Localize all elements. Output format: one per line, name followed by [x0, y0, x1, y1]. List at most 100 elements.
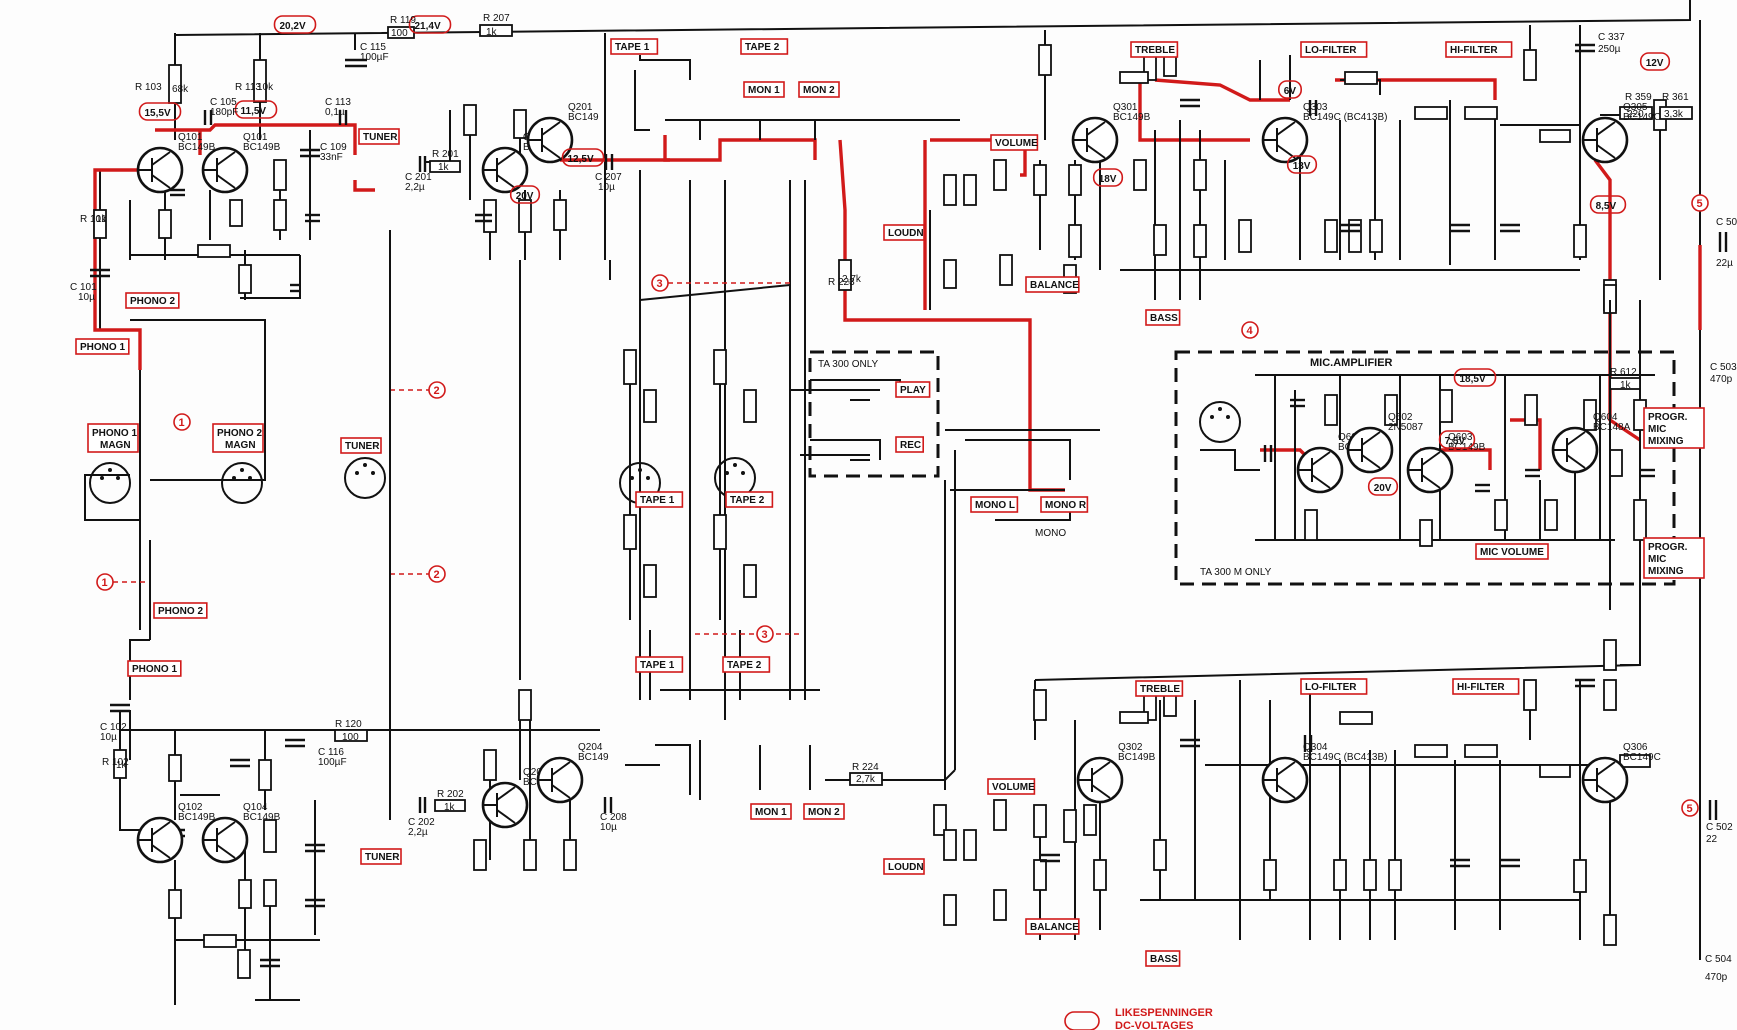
label-phono1: PHONO 1 — [75, 338, 130, 355]
component-r207-value: 1k — [486, 27, 498, 38]
voltage-marker: 11,5V — [234, 100, 278, 119]
label-text: LO-FILTER — [1305, 45, 1357, 56]
voltage-value: 13V — [1293, 161, 1311, 172]
transistor-type: BC149B — [243, 142, 281, 153]
voltage-marker: 15,5V — [138, 102, 182, 121]
voltage-marker: 13V — [1286, 155, 1318, 174]
label-mon1: MON 1 — [743, 81, 785, 98]
mic-amplifier-box — [1174, 350, 1676, 586]
component-c208-value: 10µ — [600, 822, 617, 833]
voltage-marker: 12,5V — [561, 148, 605, 167]
label-text: BALANCE — [1030, 280, 1079, 291]
label-text: LOUDN — [888, 862, 924, 873]
label-text: BASS — [1150, 954, 1178, 965]
component-c109: C 109 — [320, 142, 347, 153]
transistor-ref: Q102 — [178, 802, 203, 813]
label-tape1: TAPE 1 — [635, 491, 684, 508]
label-balance: BALANCE — [1025, 918, 1080, 935]
component-c504-value: 470p — [1705, 972, 1728, 983]
voltage-marker: 20V — [1367, 477, 1399, 496]
transistor-type: 2N5087 — [1388, 422, 1423, 433]
voltage-marker: 6V — [1278, 80, 1303, 99]
transistor-type: BC149C (BC413B) — [1303, 112, 1387, 123]
label-text: REC — [900, 440, 921, 451]
tone-filter-upper — [1039, 55, 1661, 300]
label-text-3: MIXING — [1648, 436, 1684, 447]
component-c504: C 504 — [1705, 954, 1732, 965]
label-hi-filter: HI-FILTER — [1445, 41, 1513, 58]
component-c102: C 102 — [100, 722, 127, 733]
component-c501-value: 22µ — [1716, 258, 1733, 269]
component-c113: C 113 — [325, 97, 351, 108]
label-text: PROGR. — [1648, 542, 1688, 553]
label-lo-filter: LO-FILTER — [1300, 41, 1368, 58]
marker-number: 5 — [1687, 803, 1693, 815]
component-r224-value: 2,7k — [856, 774, 876, 785]
label-tape1: TAPE 1 — [610, 38, 659, 55]
label-text-2: MAGN — [100, 440, 131, 451]
component-c202: C 202 — [408, 817, 435, 828]
component-r359: R 359 — [1625, 92, 1652, 103]
label-mic-volume: MIC VOLUME — [1475, 543, 1549, 560]
component-r202-value: 1k — [444, 802, 456, 813]
voltage-marker: 12V — [1639, 52, 1671, 71]
voltage-value: 15,5V — [145, 108, 171, 119]
marker-number: 2 — [434, 569, 440, 581]
transistor-type: BC149 — [568, 112, 599, 123]
marker-number: 5 — [1697, 198, 1703, 210]
transistor-type: BC149B — [243, 812, 281, 823]
label-text: PHONO 2 — [130, 296, 175, 307]
label-tape1: TAPE 1 — [635, 656, 684, 673]
transistor-ref: Q101 — [178, 132, 203, 143]
component-r201-value: 1k — [438, 162, 450, 173]
component-c503-value: 470p — [1710, 374, 1733, 385]
transistor-ref: Q301 — [1113, 102, 1138, 113]
supply-rails — [120, 0, 1701, 960]
label-text: VOLUME — [992, 782, 1035, 793]
play-rec-jacks — [790, 379, 901, 461]
transistor-type: BC149B — [178, 142, 216, 153]
legend: LIKESPENNINGER DC-VOLTAGES — [1064, 1007, 1213, 1030]
label-text: TAPE 2 — [745, 42, 780, 53]
component-c113-value: 0,1µ — [325, 107, 345, 118]
label-text: MON 2 — [808, 807, 840, 818]
component-r223-value: 2,7k — [842, 274, 862, 285]
legend-line1: LIKESPENNINGER — [1115, 1007, 1213, 1019]
label-balance: BALANCE — [1025, 276, 1080, 293]
label-text: PHONO 2 — [158, 606, 203, 617]
mono-switch-section — [944, 429, 1100, 790]
transistor-ref: Q303 — [1303, 102, 1328, 113]
voltage-marker: 8,5V — [1589, 195, 1627, 214]
ta300-box — [808, 350, 940, 478]
label-text: MIC VOLUME — [1480, 547, 1544, 558]
component-c116-value: 100µF — [318, 757, 347, 768]
component-r119-value: 100 — [391, 28, 408, 39]
component-r120-value: 100 — [342, 732, 359, 743]
voltage-marker: 18V — [1092, 168, 1124, 187]
resistors — [93, 44, 1667, 979]
transistor-ref: Q101 — [243, 132, 268, 143]
label-tuner: TUNER — [340, 437, 382, 454]
component-r612-value: 1k — [1620, 380, 1632, 391]
transistor-ref: Q602 — [1388, 412, 1413, 423]
label-tape2: TAPE 2 — [722, 656, 771, 673]
component-r103-value: 68k — [172, 84, 189, 95]
marker-number: 3 — [657, 278, 663, 290]
voltage-value: 12V — [1646, 58, 1664, 69]
signal-path — [93, 78, 1702, 492]
transistor-type: BC149C — [1623, 752, 1661, 763]
label-tuner: TUNER — [360, 848, 402, 865]
component-c201-value: 2,2µ — [405, 182, 425, 193]
voltage-marker: 21,4V — [408, 15, 452, 34]
label-phono2: PHONO 2 — [153, 602, 208, 619]
voltage-marker: 7,5V — [1438, 430, 1476, 449]
